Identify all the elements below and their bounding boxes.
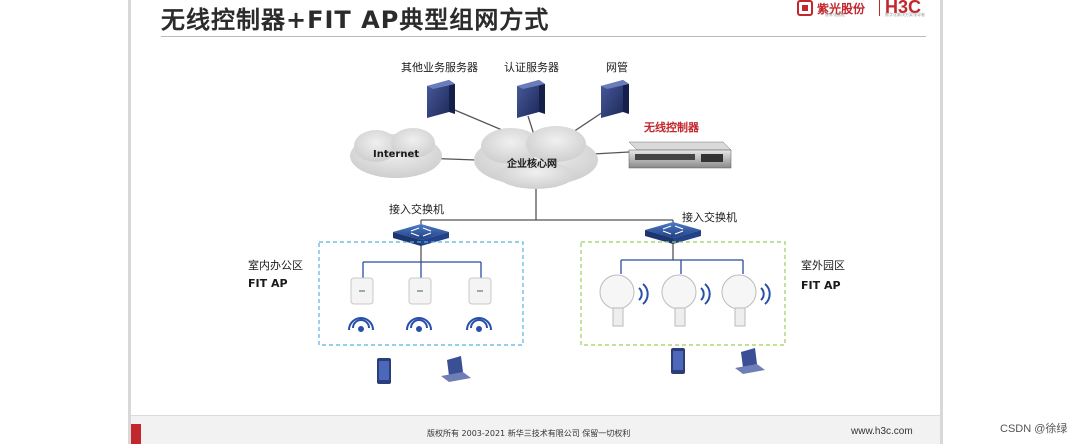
brand-name-cn: 紫光股份 xyxy=(817,2,866,16)
switch-left-label: 接入交换机 xyxy=(389,203,444,216)
indoor-zone-box xyxy=(318,241,524,346)
brand-separator xyxy=(879,0,880,16)
slide-border-right xyxy=(940,0,943,444)
csdn-watermark: CSDN @徐绿 xyxy=(1000,423,1068,435)
network-diagram xyxy=(318,80,786,384)
tablet-icon xyxy=(671,348,685,374)
indoor-ap-2-icon xyxy=(408,277,432,305)
title-divider xyxy=(161,36,926,37)
tablet-icon xyxy=(377,358,391,384)
footer-accent-bar xyxy=(131,424,141,444)
wifi-signal-icon xyxy=(348,317,492,332)
server-other-label: 其他业务服务器 xyxy=(401,61,478,74)
brand-logo: 紫光股份 数字化赋能 H3C 数字化解决方案领导者 xyxy=(797,0,937,18)
outdoor-ap-3-icon xyxy=(721,274,757,327)
wireless-controller-icon xyxy=(628,141,732,169)
outdoor-zone-box xyxy=(580,241,786,346)
core-network-label: 企业核心网 xyxy=(507,159,557,170)
server-auth-label: 认证服务器 xyxy=(504,61,559,74)
letterbox-left xyxy=(0,0,128,444)
indoor-ap-label: FIT AP xyxy=(248,277,288,290)
server-other-icon xyxy=(427,80,455,118)
server-nms-icon xyxy=(601,80,629,118)
outdoor-wifi-signal-icon xyxy=(638,283,771,305)
indoor-ap-1-icon xyxy=(350,277,374,305)
outdoor-ap-1-icon xyxy=(599,274,635,327)
internet-label: Internet xyxy=(373,149,420,160)
core-network-cloud-icon xyxy=(474,126,598,189)
slide: 无线控制器+FIT AP典型组网方式 紫光股份 数字化赋能 H3C 数字化解决方… xyxy=(131,0,940,444)
slide-title: 无线控制器+FIT AP典型组网方式 xyxy=(161,6,550,34)
indoor-zone-label: 室内办公区 xyxy=(248,259,303,272)
footer-website: www.h3c.com xyxy=(851,426,913,437)
switch-right-label: 接入交换机 xyxy=(682,211,737,224)
laptop-icon xyxy=(441,356,471,382)
server-auth-icon xyxy=(517,80,545,118)
slide-border-left xyxy=(128,0,131,444)
brand-tagline-en: 数字化解决方案领导者 xyxy=(885,12,925,17)
controller-label: 无线控制器 xyxy=(644,121,699,134)
laptop-icon xyxy=(735,348,765,374)
outdoor-ap-2-icon xyxy=(661,274,697,327)
access-switch-right-icon xyxy=(645,222,701,244)
access-switch-left-icon xyxy=(393,224,449,246)
letterbox-right xyxy=(942,0,1080,444)
link-controller-core xyxy=(592,151,630,155)
brand-tagline-cn: 数字化赋能 xyxy=(825,12,845,17)
brand-mark-icon xyxy=(797,0,813,16)
outdoor-zone-label: 室外园区 xyxy=(801,259,845,272)
indoor-ap-3-icon xyxy=(468,277,492,305)
outdoor-ap-label: FIT AP xyxy=(801,279,841,292)
footer-copyright: 版权所有 2003-2021 新华三技术有限公司 保留一切权利 xyxy=(427,429,631,438)
slide-footer: 版权所有 2003-2021 新华三技术有限公司 保留一切权利 www.h3c.… xyxy=(131,415,940,444)
server-nms-label: 网管 xyxy=(606,61,628,74)
brand-name-en: H3C xyxy=(885,0,922,17)
internet-cloud-icon xyxy=(350,128,442,178)
